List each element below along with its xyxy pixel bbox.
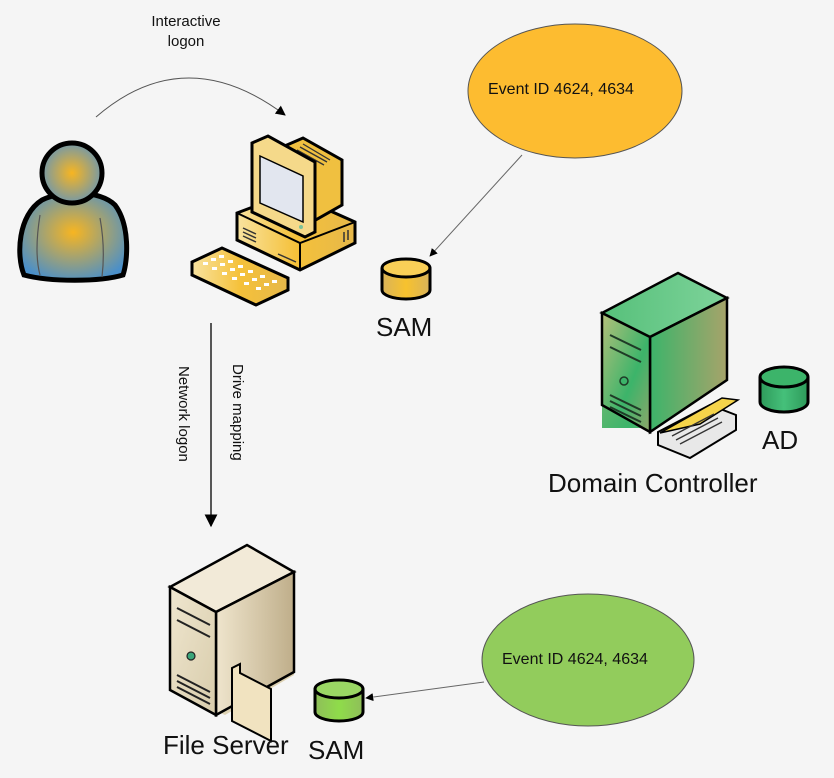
- drive-mapping-label: Drive mapping: [229, 364, 246, 461]
- network-logon-label: Network logon: [175, 366, 192, 462]
- workstation-icon: [190, 134, 357, 307]
- file-server-label: File Server: [163, 730, 289, 760]
- domain-controller-icon: [599, 271, 741, 460]
- ad-database-icon: [758, 365, 810, 414]
- interactive-logon-label: Interactive logon: [142, 12, 230, 52]
- fileserver-sam-label: SAM: [308, 735, 365, 765]
- event-bubble-top: [467, 23, 683, 159]
- user-icon: [17, 140, 130, 283]
- event-bottom-to-sam-arrow: [365, 681, 485, 701]
- event-bottom-label: Event ID 4624, 4634: [502, 651, 648, 668]
- interactive-logon-arrow: [95, 77, 286, 118]
- interactive-logon-label-line1: Interactive: [151, 13, 221, 30]
- workstation-sam-label: SAM: [376, 312, 433, 342]
- event-top-to-sam-arrow: [429, 154, 523, 257]
- workstation-sam-database-icon: [380, 257, 432, 301]
- fileserver-sam-database-icon: [313, 678, 365, 723]
- domain-controller-label: Domain Controller: [548, 468, 758, 498]
- file-server-icon: [167, 543, 297, 743]
- event-bubble-bottom: [481, 593, 695, 727]
- ad-label: AD: [762, 425, 799, 455]
- event-top-label: Event ID 4624, 4634: [488, 81, 634, 98]
- interactive-logon-label-line2: logon: [167, 33, 205, 50]
